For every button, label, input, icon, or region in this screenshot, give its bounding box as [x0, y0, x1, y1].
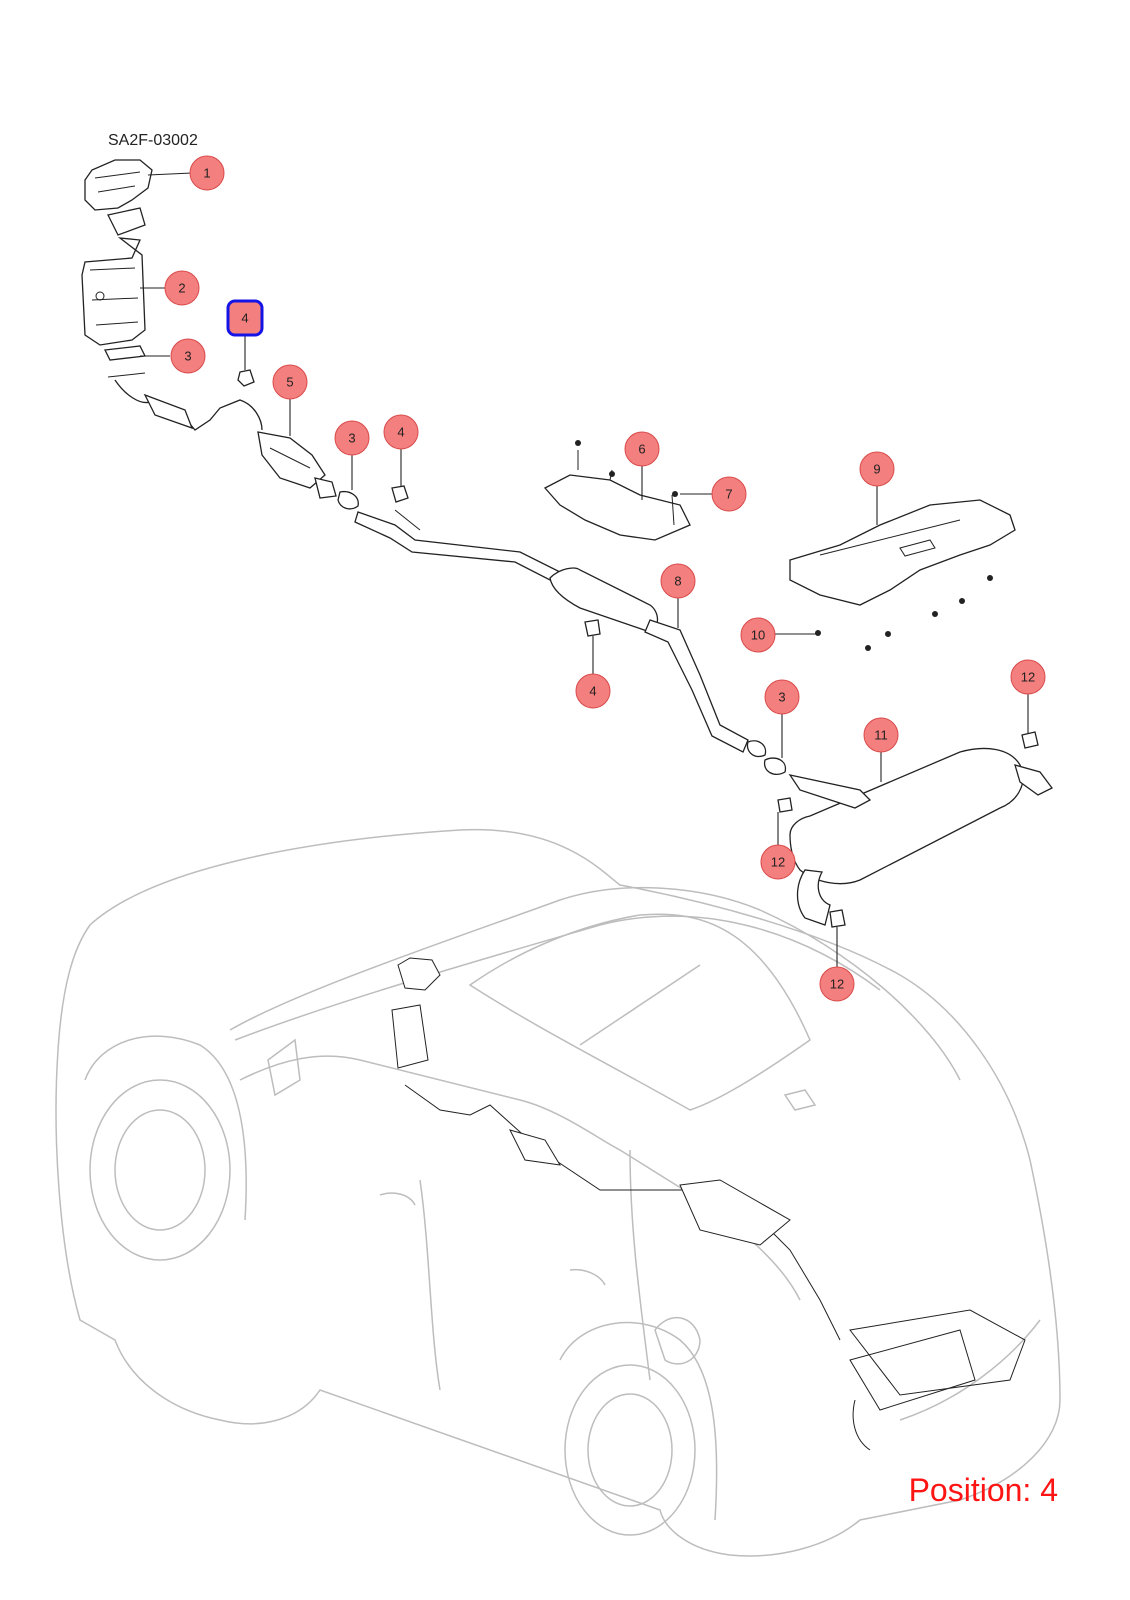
callout-11[interactable]: 11	[863, 717, 899, 753]
part-rear-muffler-11	[789, 747, 1024, 885]
part-hanger-4c	[584, 619, 601, 637]
callout-label: 2	[178, 281, 185, 296]
position-label: Position: 4	[908, 1472, 1058, 1508]
mini-catalyst	[391, 1004, 429, 1069]
part-hanger-12b	[777, 797, 793, 813]
car-sunroof-divider	[579, 964, 701, 1046]
part-intermediate-pipe	[354, 511, 562, 581]
callout-label: 12	[1021, 670, 1035, 685]
callout-12a[interactable]: 12	[1010, 659, 1046, 695]
car-body	[55, 828, 1061, 1557]
callout-3a[interactable]: 3	[170, 338, 206, 374]
car-door-handle	[379, 1192, 416, 1206]
mini-manifold	[397, 957, 441, 991]
callout-5[interactable]: 5	[272, 364, 308, 400]
leader-lines	[140, 172, 1029, 967]
part-heat-shield-6	[543, 474, 691, 541]
callout-label: 11	[874, 728, 888, 743]
car-window	[239, 1055, 801, 1301]
part-gasket-3c	[763, 757, 787, 775]
callout-2[interactable]: 2	[164, 270, 200, 306]
part-hanger-4a	[237, 369, 255, 387]
mini-front-pipe	[404, 1084, 841, 1341]
callout-label: 3	[348, 431, 355, 446]
car-door-line-2	[629, 1149, 651, 1381]
part-hanger-4b	[391, 485, 409, 503]
part-hanger-12a	[1021, 731, 1039, 749]
car-fuel-cap	[654, 1316, 701, 1365]
exhaust-in-car	[391, 957, 1026, 1451]
car-door-line	[419, 1179, 441, 1391]
part-bolts-10	[815, 575, 993, 651]
car-rear-wheel-inner	[587, 1393, 673, 1507]
mini-heatshield	[679, 1179, 791, 1246]
car-mirror	[267, 1038, 301, 1097]
callout-label: 9	[873, 462, 880, 477]
callout-label: 8	[674, 574, 681, 589]
mini-rear-muffler	[849, 1329, 976, 1411]
part-catalytic-converter	[81, 237, 146, 346]
car-roof-inner	[234, 915, 881, 1041]
part-center-pipe	[644, 619, 749, 753]
callout-label: 7	[725, 487, 732, 502]
callout-4-selected[interactable]: 4	[226, 299, 264, 337]
callout-label: 12	[830, 977, 844, 992]
callout-label: 10	[751, 628, 765, 643]
callout-4c[interactable]: 4	[575, 673, 611, 709]
car-sunroof	[468, 913, 811, 1111]
diagram-code: SA2F-03002	[108, 132, 198, 149]
mini-underbody-plate	[849, 1309, 1026, 1396]
callout-label: 4	[397, 425, 404, 440]
callout-label: 3	[184, 349, 191, 364]
callout-10[interactable]: 10	[740, 617, 776, 653]
callout-label: 4	[241, 311, 248, 326]
car-tail	[899, 1319, 1041, 1421]
callout-3c[interactable]: 3	[764, 679, 800, 715]
part-hanger-12c	[829, 909, 846, 928]
exhaust-parts	[81, 159, 1053, 928]
callout-12b[interactable]: 12	[760, 844, 796, 880]
part-gasket-3a	[104, 345, 146, 361]
part-center-muffler	[549, 567, 659, 633]
part-heat-shield	[84, 159, 153, 211]
mini-tailpipe	[852, 1399, 871, 1451]
callout-label: 4	[589, 684, 596, 699]
car-rear-arch	[559, 1321, 718, 1521]
part-manifold-flange	[107, 207, 146, 236]
callout-12c[interactable]: 12	[819, 966, 855, 1002]
car-outline	[55, 828, 1061, 1557]
car-antenna	[783, 1089, 817, 1111]
callout-label: 3	[778, 690, 785, 705]
callout-label: 12	[771, 855, 785, 870]
car-front-wheel	[89, 1079, 231, 1261]
mini-cat2	[509, 1129, 561, 1166]
callout-8[interactable]: 8	[660, 563, 696, 599]
car-door-handle-2	[569, 1268, 606, 1286]
car-front-wheel-inner	[114, 1109, 206, 1231]
callout-4b[interactable]: 4	[383, 414, 419, 450]
callout-1[interactable]: 1	[189, 155, 225, 191]
callout-6[interactable]: 6	[624, 431, 660, 467]
callout-3b[interactable]: 3	[334, 420, 370, 456]
car-rear-wheel	[564, 1364, 696, 1536]
car-front-arch	[84, 1035, 247, 1221]
part-flange-5	[314, 477, 337, 499]
callout-label: 1	[203, 166, 210, 181]
callout-7[interactable]: 7	[711, 476, 747, 512]
callout-label: 5	[286, 375, 293, 390]
part-gasket-3b	[337, 490, 359, 510]
callout-9[interactable]: 9	[859, 451, 895, 487]
callout-label: 6	[638, 442, 645, 457]
car-roof	[229, 886, 961, 1081]
part-front-pipe	[114, 379, 263, 431]
